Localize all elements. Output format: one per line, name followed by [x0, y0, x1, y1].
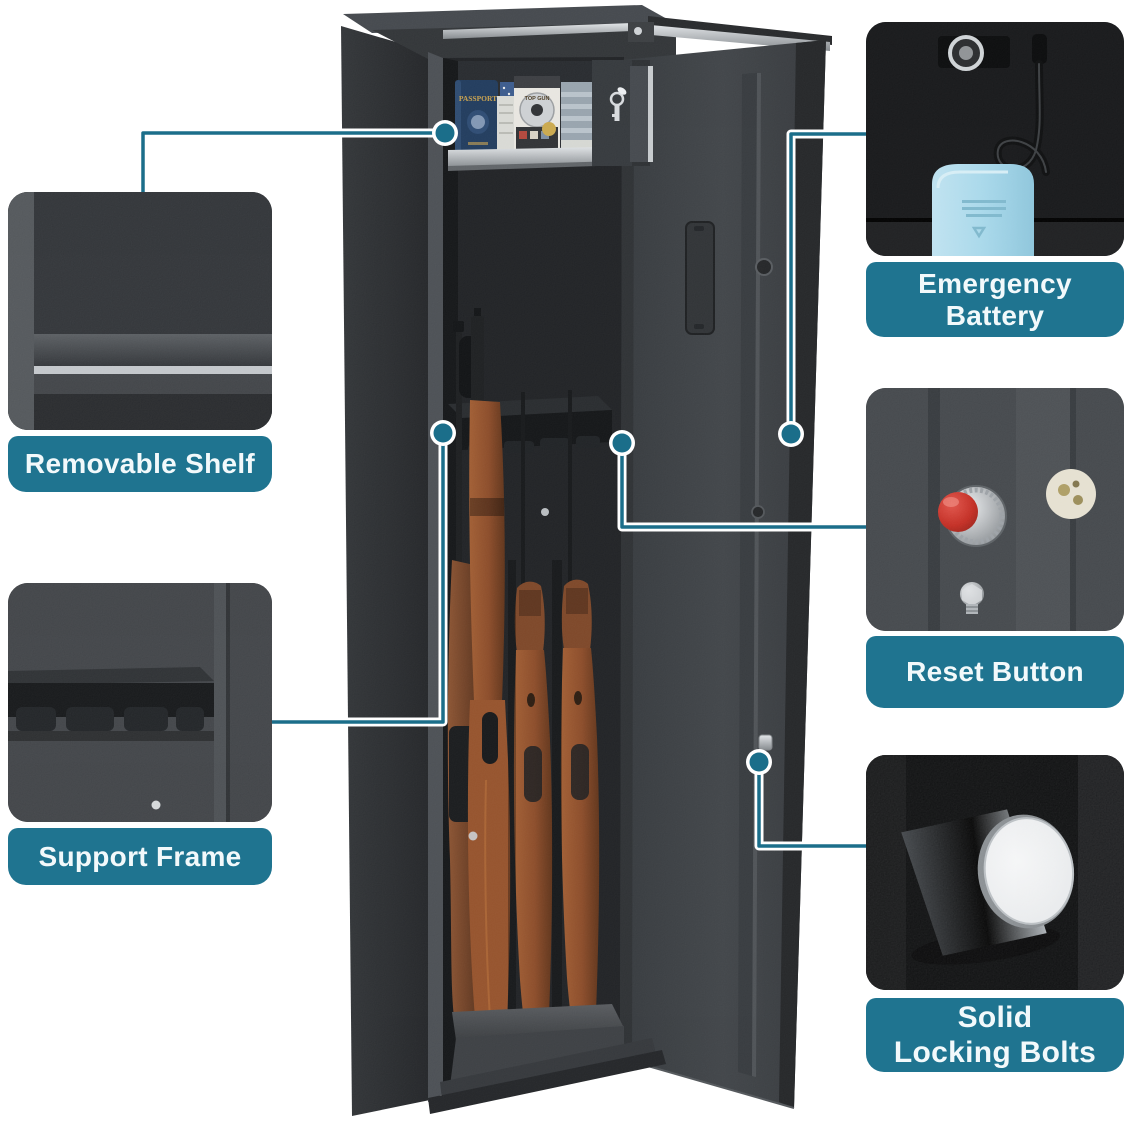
- callout-photo-reset-button: [866, 388, 1124, 631]
- callout-card-removable-shelf: Removable Shelf: [8, 192, 272, 492]
- callout-line-emergency-battery: [778, 129, 868, 447]
- callout-label-removable-shelf: Removable Shelf: [8, 436, 272, 492]
- callout-label-reset-button: Reset Button: [866, 636, 1124, 708]
- callout-label-text-line2: Locking Bolts: [893, 1036, 1097, 1069]
- callout-photo-removable-shelf: [8, 192, 272, 430]
- callout-label-emergency-battery: Emergency Battery: [866, 262, 1124, 337]
- callout-card-support-frame: Support Frame: [8, 583, 272, 885]
- callout-photo-solid-locking-bolts: [866, 755, 1124, 990]
- callout-connectors: [138, 120, 868, 851]
- callout-label-text: Removable Shelf: [24, 448, 256, 479]
- callout-dot-emergency-battery: [781, 424, 801, 444]
- callout-line-solid-locking-bolts: [746, 749, 868, 851]
- callout-photo-support-frame: [8, 583, 272, 822]
- callout-label-text: Reset Button: [906, 656, 1084, 687]
- callout-line-support-frame: [270, 420, 456, 727]
- callout-photo-emergency-battery: [866, 22, 1124, 256]
- callout-dot-solid-locking-bolts: [749, 752, 769, 772]
- callout-line-removable-shelf: [138, 120, 458, 198]
- callout-dot-removable-shelf: [435, 123, 455, 143]
- callout-line-reset-button: [609, 430, 868, 532]
- callout-label-text: Emergency Battery: [918, 267, 1072, 331]
- metal-texture: [338, 2, 835, 1120]
- callout-label-solid-locking-bolts: Solid Locking Bolts: [866, 998, 1124, 1072]
- callout-card-emergency-battery: Emergency Battery: [866, 22, 1124, 337]
- callout-dot-reset-button: [612, 433, 632, 453]
- callout-label-text: Support Frame: [38, 840, 242, 872]
- callout-card-reset-button: Reset Button: [866, 388, 1124, 708]
- callout-label-text-line1: Solid: [957, 1001, 1033, 1034]
- callout-card-solid-locking-bolts: Solid Locking Bolts: [866, 755, 1124, 1072]
- callout-dot-support-frame: [433, 423, 453, 443]
- callout-label-support-frame: Support Frame: [8, 828, 272, 885]
